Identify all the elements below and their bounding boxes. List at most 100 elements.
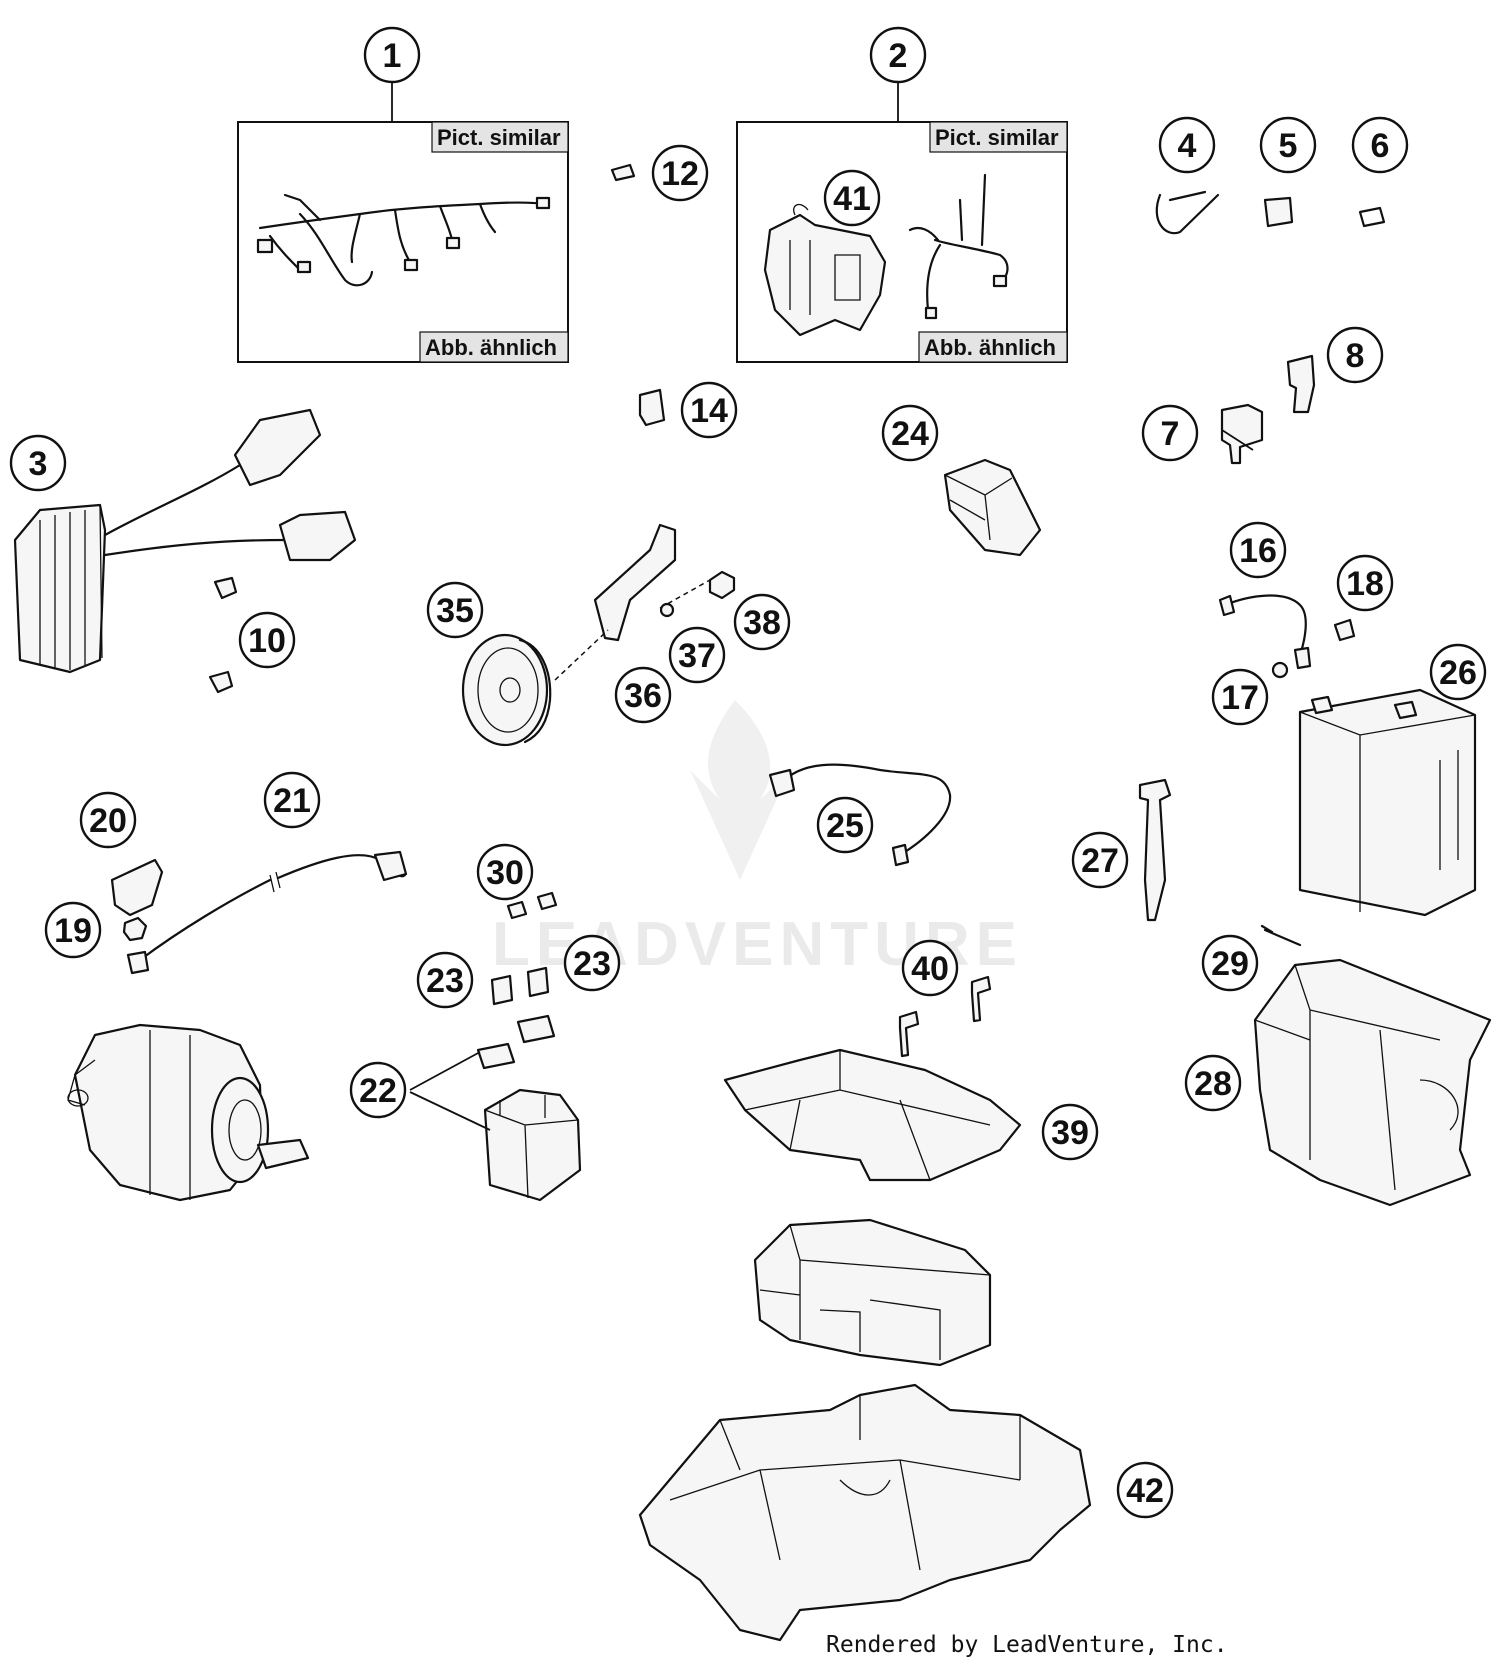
callout-20: 20 (79, 791, 137, 849)
callout-21: 21 (263, 771, 321, 829)
box-sub-harness: Pict. similar Abb. ähnlich (736, 121, 1068, 363)
svg-text:20: 20 (89, 802, 127, 840)
screw-10b (208, 670, 234, 694)
watermark: LEADVENTURE (492, 700, 1017, 979)
box1-top-label: Pict. similar (437, 125, 561, 150)
callout-8: 8 (1326, 326, 1384, 384)
callouts: 1 2 3 4 5 6 7 8 10 12 14 16 17 18 19 20 … (9, 26, 1487, 1519)
svg-text:36: 36 (624, 677, 662, 715)
svg-text:18: 18 (1346, 565, 1384, 603)
screw-18 (1333, 618, 1356, 642)
callout-26: 26 (1429, 643, 1487, 701)
callout-23b: 23 (563, 934, 621, 992)
callout-40: 40 (901, 939, 959, 997)
footer-credit: Rendered by LeadVenture, Inc. (826, 1632, 1228, 1658)
svg-text:6: 6 (1371, 127, 1390, 165)
ecu (753, 1218, 992, 1367)
svg-text:23: 23 (426, 962, 464, 1000)
callout-2: 2 (869, 26, 927, 84)
callout-10: 10 (238, 611, 296, 669)
svg-text:37: 37 (678, 637, 716, 675)
callout-37: 37 (668, 626, 726, 684)
callout-18: 18 (1336, 554, 1394, 612)
svg-text:38: 38 (743, 604, 781, 642)
callout-38: 38 (733, 593, 791, 651)
starter-relay-22 (483, 1088, 582, 1202)
svg-text:39: 39 (1051, 1114, 1089, 1152)
rubber-boot-20 (110, 858, 164, 917)
horn-bracket (593, 523, 677, 642)
svg-text:1: 1 (383, 37, 402, 75)
callout-14: 14 (680, 381, 738, 439)
screw-40b (970, 975, 992, 1023)
voltage-regulator-3 (13, 503, 107, 674)
clip-5 (1263, 196, 1294, 228)
horn-35 (461, 633, 549, 747)
callout-23a: 23 (416, 951, 474, 1009)
svg-text:5: 5 (1279, 127, 1298, 165)
svg-text:12: 12 (661, 155, 699, 193)
screw-40a (898, 1010, 920, 1058)
callout-30: 30 (476, 843, 534, 901)
svg-text:24: 24 (891, 415, 929, 453)
screw-29 (1260, 924, 1302, 947)
callout-7: 7 (1141, 404, 1199, 462)
callout-36: 36 (614, 666, 672, 724)
svg-text:26: 26 (1439, 654, 1477, 692)
svg-text:14: 14 (690, 392, 728, 430)
wiring-harness (258, 193, 547, 287)
starter-cable-21 (138, 854, 407, 962)
callout-19: 19 (44, 901, 102, 959)
callout-27: 27 (1071, 831, 1129, 889)
svg-text:19: 19 (54, 912, 92, 950)
fuse-holder-22a (476, 1042, 516, 1070)
svg-text:40: 40 (911, 950, 949, 988)
svg-text:10: 10 (248, 622, 286, 660)
relay-7 (1220, 403, 1264, 465)
svg-text:27: 27 (1081, 842, 1119, 880)
nut-38 (708, 570, 736, 600)
screw-30a (506, 900, 528, 920)
connector-3b (278, 510, 357, 562)
svg-text:42: 42 (1126, 1472, 1164, 1510)
mounting-base-42 (638, 1383, 1092, 1642)
box2-top-label: Pict. similar (935, 125, 1059, 150)
regulator-cables (103, 463, 287, 557)
battery-cable-16 (1223, 594, 1307, 657)
callout-6: 6 (1351, 116, 1409, 174)
battery-26 (1298, 688, 1477, 917)
svg-text:21: 21 (273, 782, 311, 820)
svg-text:16: 16 (1239, 532, 1277, 570)
callout-24: 24 (881, 404, 939, 462)
ecu-holder-39 (723, 1048, 1022, 1182)
svg-text:7: 7 (1161, 415, 1180, 453)
svg-text:25: 25 (826, 807, 864, 845)
washer-17 (1271, 661, 1289, 679)
box2-bottom-label: Abb. ähnlich (924, 335, 1056, 360)
callout-3: 3 (9, 434, 67, 492)
box-wiring-harness: Pict. similar Abb. ähnlich (237, 121, 569, 363)
callout-5: 5 (1259, 116, 1317, 174)
svg-text:41: 41 (833, 180, 871, 218)
svg-text:22: 22 (359, 1072, 397, 1110)
connector-12 (610, 163, 636, 182)
screw-10a (213, 576, 238, 600)
callout-42: 42 (1116, 1461, 1174, 1519)
callout-25: 25 (816, 796, 874, 854)
callout-12: 12 (651, 144, 709, 202)
clip-6 (1358, 206, 1386, 228)
callout-39: 39 (1041, 1103, 1099, 1161)
svg-text:28: 28 (1194, 1065, 1232, 1103)
svg-text:4: 4 (1178, 127, 1197, 165)
svg-text:29: 29 (1211, 945, 1249, 983)
sub-harness-wires (908, 173, 1009, 317)
callout-1: 1 (363, 26, 421, 84)
cable-tie-4 (1155, 190, 1220, 235)
fuse-23a (490, 974, 514, 1006)
svg-text:2: 2 (889, 37, 908, 75)
svg-text:17: 17 (1221, 679, 1259, 717)
callout-4: 4 (1158, 116, 1216, 174)
fuse-23b (526, 966, 550, 998)
box1-bottom-label: Abb. ähnlich (425, 335, 557, 360)
watermark-flame-logo (690, 700, 790, 880)
